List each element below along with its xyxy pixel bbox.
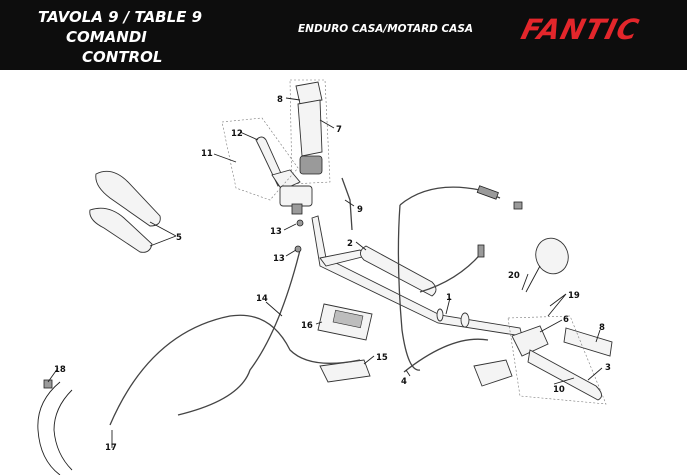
hand-guards	[89, 170, 161, 253]
callout-5: 5	[176, 233, 182, 243]
table-title: TAVOLA 9 / TABLE 9	[38, 8, 203, 26]
clutch-lever-assembly	[473, 315, 607, 405]
leader-lines	[47, 97, 603, 448]
callout-labels: 8 7 12 11 9 5 13 13 2 1 14 16 15 4 17 18…	[54, 95, 611, 453]
mirror	[525, 237, 569, 293]
model-name: ENDURO CASA/MOTARD CASA	[298, 23, 474, 35]
callout-13-upper: 13	[270, 227, 282, 237]
left-lever-assembly	[221, 117, 301, 201]
callout-8-throttle: 8	[277, 95, 283, 105]
brand-logo: FANTIC	[517, 13, 643, 46]
throttle-grip	[289, 79, 331, 185]
front-brake-disc	[37, 379, 73, 475]
callout-12: 12	[231, 129, 243, 139]
callout-16: 16	[301, 321, 313, 331]
callout-2: 2	[347, 239, 353, 249]
odometer	[317, 303, 373, 341]
callout-19: 19	[568, 291, 580, 301]
callout-11: 11	[201, 149, 213, 159]
callout-20: 20	[508, 271, 520, 281]
callout-13-lower: 13	[273, 254, 285, 264]
switch-block	[279, 185, 313, 215]
exploded-parts-diagram: 8 7 12 11 9 5 13 13 2 1 14 16 15 4 17 18…	[37, 79, 613, 475]
callout-1: 1	[446, 293, 452, 303]
header-bar: TAVOLA 9 / TABLE 9 COMANDI CONTROL ENDUR…	[0, 0, 687, 70]
control-cables	[109, 177, 523, 426]
callout-10: 10	[553, 385, 565, 395]
section-title-it: COMANDI	[66, 28, 147, 46]
callout-8-grip: 8	[599, 323, 605, 333]
handlebar	[311, 215, 523, 337]
callout-17: 17	[105, 443, 117, 453]
left-grip	[563, 327, 613, 357]
callout-14: 14	[256, 294, 268, 304]
callout-7: 7	[336, 125, 342, 135]
section-title-en: CONTROL	[82, 48, 163, 66]
callout-9: 9	[357, 205, 363, 215]
callout-15: 15	[376, 353, 388, 363]
callout-18: 18	[54, 365, 66, 375]
callout-4: 4	[401, 377, 407, 387]
callout-3: 3	[605, 363, 611, 373]
callout-6: 6	[563, 315, 569, 325]
